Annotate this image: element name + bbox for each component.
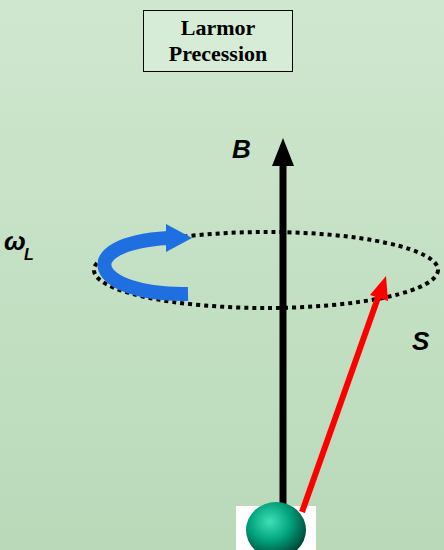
rotation-arrowhead xyxy=(166,224,192,252)
spin-arrow xyxy=(302,292,380,512)
field-arrow xyxy=(280,160,287,515)
title-box: Larmor Precession xyxy=(143,10,293,72)
frequency-symbol: ω xyxy=(4,226,26,257)
field-arrowhead xyxy=(272,138,294,166)
precession-orbit xyxy=(94,232,438,308)
particle xyxy=(246,502,306,550)
spin-arrowhead xyxy=(370,276,388,301)
frequency-subscript: L xyxy=(24,246,34,264)
title-text: Larmor Precession xyxy=(152,15,284,67)
field-label: B xyxy=(232,134,251,165)
spin-label: S xyxy=(412,326,429,357)
